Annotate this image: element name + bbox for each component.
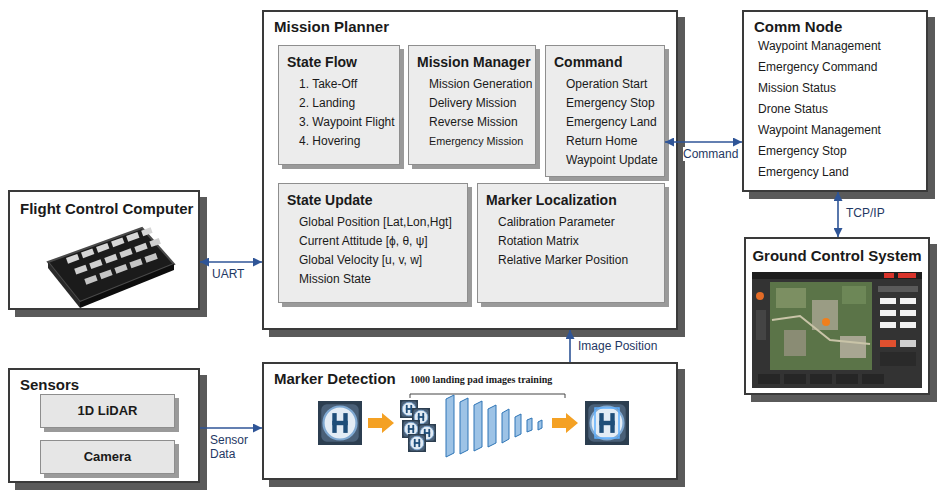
module-box: CommandOperation StartEmergency StopEmer… <box>545 45 665 177</box>
box-item: Waypoint Management <box>744 36 881 57</box>
system-box: Flight Control Computer <box>8 190 200 310</box>
box-title: Sensors <box>10 370 79 394</box>
box-item: Emergency Stop <box>744 141 847 162</box>
system-box: Mission PlannerState Flow 1. Take-Off2. L… <box>262 10 678 330</box>
flight-controller-illustration <box>48 226 174 308</box>
box-title: State Update <box>287 192 373 209</box>
box-item: Emergency Command <box>744 57 877 78</box>
box-item: Waypoint Management <box>744 120 881 141</box>
box-title: 1D LiDAR <box>78 395 138 427</box>
box-item: 4. Hovering <box>287 132 360 151</box>
box-item: Delivery Mission <box>417 94 516 113</box>
box-title: Mission Planner <box>264 12 389 36</box>
module-box: Mission ManagerMission GenerationDeliver… <box>408 45 536 165</box>
edge-label: Image Position <box>578 339 657 353</box>
box-item: Global Position [Lat,Lon,Hgt] <box>287 213 452 232</box>
box-title: Camera <box>84 441 132 473</box>
box-title: Marker Localization <box>486 192 617 209</box>
module-box: Marker LocalizationCalibration Parameter… <box>477 183 665 303</box>
box-item: Global Velocity [u, v, w] <box>287 251 422 270</box>
box-title: Ground Control System <box>752 239 921 265</box>
connector-arrow <box>200 427 262 429</box>
training-caption: 1000 landing pad images training <box>410 374 552 385</box>
box-title: Mission Manager <box>417 54 531 71</box>
connector-arrow <box>837 192 839 237</box>
box-item: Current Attitude [ϕ, θ, ψ] <box>287 232 428 251</box>
sensor-box: Camera <box>40 440 175 474</box>
box-title: State Flow <box>287 54 357 71</box>
system-box: Ground Control System <box>744 237 930 395</box>
module-box: State UpdateGlobal Position [Lat,Lon,Hgt… <box>278 183 468 303</box>
box-item: Emergency Stop <box>554 94 655 113</box>
gcs-screenshot-illustration <box>752 272 922 388</box>
system-box: Marker Detection 1000 landing pad images … <box>262 362 678 480</box>
edge-label: Sensor Data <box>210 433 260 461</box>
edge-label: UART <box>212 267 244 281</box>
box-item: Emergency Mission <box>417 132 523 151</box>
box-item: Mission Status <box>744 78 836 99</box>
connector-arrow <box>200 261 262 263</box>
box-item: Rotation Matrix <box>486 232 579 251</box>
edge-label: TCP/IP <box>846 206 885 220</box>
connector-arrow <box>569 330 571 362</box>
box-title: Marker Detection <box>264 364 396 388</box>
box-item: 2. Landing <box>287 94 355 113</box>
box-item: Return Home <box>554 132 637 151</box>
module-box: State Flow 1. Take-Off2. Landing3. Waypoi… <box>278 45 400 165</box>
box-item: Emergency Land <box>554 113 657 132</box>
box-item: Mission State <box>287 270 371 289</box>
box-item: Waypoint Update <box>554 151 658 170</box>
box-title: Command <box>554 54 622 71</box>
system-box: Comm NodeWaypoint ManagementEmergency Co… <box>742 10 928 192</box>
box-title: Flight Control Computer <box>10 192 193 218</box>
edge-label: Command <box>683 147 738 161</box>
box-item: 3. Waypoint Flight <box>287 113 395 132</box>
box-item: Calibration Parameter <box>486 213 615 232</box>
box-title: Comm Node <box>744 12 842 36</box>
system-box: Sensors1D LiDAR Camera <box>8 368 200 483</box>
box-item: Relative Marker Position <box>486 251 628 270</box>
sensor-box: 1D LiDAR <box>40 394 175 428</box>
box-item: 1. Take-Off <box>287 75 357 94</box>
box-item: Reverse Mission <box>417 113 518 132</box>
detection-pipeline-illustration <box>318 394 629 457</box>
box-item: Mission Generation <box>417 75 532 94</box>
box-item: Operation Start <box>554 75 647 94</box>
box-item: Emergency Land <box>744 162 849 183</box>
connector-arrow <box>665 141 742 143</box>
box-item: Drone Status <box>744 99 828 120</box>
